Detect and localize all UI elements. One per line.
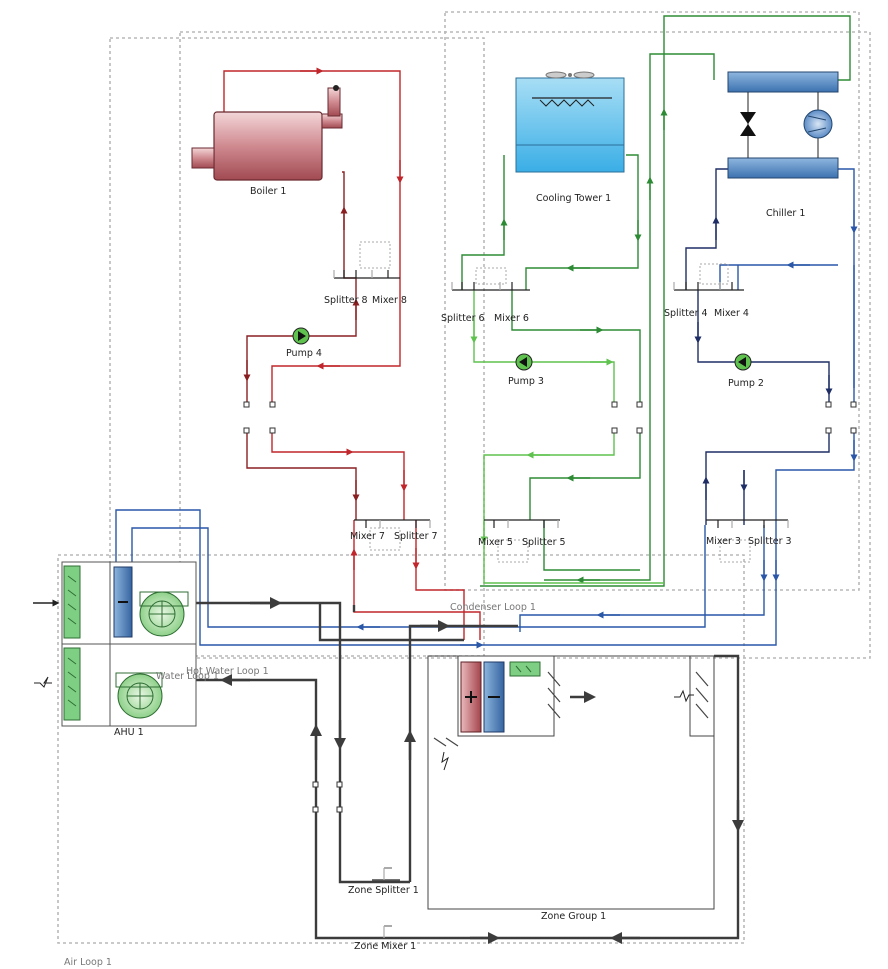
pump-3-label: Pump 3 xyxy=(508,376,544,387)
mixer-8-label: Mixer 8 xyxy=(372,295,407,306)
boiler-label: Boiler 1 xyxy=(250,186,286,197)
heating-coil-icon[interactable] xyxy=(460,661,482,733)
zone-mixer-label: Zone Mixer 1 xyxy=(354,941,416,952)
damper-icon xyxy=(63,647,81,721)
condenser-loop-label: Condenser Loop 1 xyxy=(450,602,536,613)
mixer-splitter-7[interactable] xyxy=(354,519,431,551)
splitter-4-label: Splitter 4 xyxy=(664,308,708,319)
ahu-unit[interactable] xyxy=(33,561,197,727)
zone-damper-icon xyxy=(509,661,541,677)
mixer-7-label: Mixer 7 xyxy=(350,531,385,542)
mixer-4-label: Mixer 4 xyxy=(714,308,749,319)
hot-water-loop-label: Hot Water Loop 1 xyxy=(186,666,269,677)
pump-4-icon[interactable] xyxy=(292,327,310,345)
cooling-tower-label: Cooling Tower 1 xyxy=(536,193,611,204)
mixer-6-label: Mixer 6 xyxy=(494,313,529,324)
mixer-splitter-3[interactable] xyxy=(706,519,789,563)
ahu-label: AHU 1 xyxy=(114,727,144,738)
air-ducts xyxy=(196,597,744,944)
mixer-5-label: Mixer 5 xyxy=(478,537,513,548)
splitter-mixer-4[interactable] xyxy=(673,263,744,291)
zone-cooling-coil-icon[interactable] xyxy=(483,661,505,733)
expansion-valve-icon xyxy=(740,112,756,136)
condenser-piping xyxy=(461,15,851,587)
zone-mixer[interactable] xyxy=(383,925,392,938)
return-fan-icon[interactable] xyxy=(115,672,163,719)
zone-splitter-label: Zone Splitter 1 xyxy=(348,885,419,896)
hot-water-loop-boundary xyxy=(109,37,485,657)
chilled-water-piping xyxy=(115,168,858,649)
loop-nodes xyxy=(243,401,857,813)
mixer-splitter-5[interactable] xyxy=(484,519,560,563)
cooling-tower-icon[interactable] xyxy=(515,71,625,173)
pump-2-icon[interactable] xyxy=(734,353,752,371)
loop-boundaries xyxy=(57,11,871,944)
zone-group-label: Zone Group 1 xyxy=(541,911,606,922)
mixer-3-label: Mixer 3 xyxy=(706,536,741,547)
filter-icon xyxy=(63,565,81,639)
splitter-mixer-6[interactable] xyxy=(451,267,530,291)
splitter-6-label: Splitter 6 xyxy=(441,313,485,324)
splitter-5-label: Splitter 5 xyxy=(522,537,566,548)
compressor-icon xyxy=(803,109,833,139)
splitter-3-label: Splitter 3 xyxy=(748,536,792,547)
zone-group-box[interactable] xyxy=(427,655,715,910)
water-loop-label: Water Loop 1 xyxy=(156,671,219,682)
splitter-mixer-8[interactable] xyxy=(333,241,400,279)
condenser-light-piping xyxy=(470,290,664,584)
splitter-7-label: Splitter 7 xyxy=(394,531,438,542)
air-loop-boundary xyxy=(57,554,745,944)
splitter-8-label: Splitter 8 xyxy=(324,295,368,306)
fan-icon[interactable] xyxy=(139,591,189,637)
pump-3-icon[interactable] xyxy=(515,353,533,371)
condenser-loop-boundary xyxy=(444,11,860,591)
pump-4-label: Pump 4 xyxy=(286,348,322,359)
air-loop-label: Air Loop 1 xyxy=(64,957,112,968)
zone-splitter[interactable] xyxy=(372,867,400,881)
water-loop-boundary xyxy=(179,31,871,659)
boiler-icon[interactable] xyxy=(191,85,343,181)
chiller-label: Chiller 1 xyxy=(766,208,805,219)
pump-2-label: Pump 2 xyxy=(728,378,764,389)
chiller-icon[interactable] xyxy=(727,71,839,179)
cooling-coil-icon[interactable] xyxy=(113,566,133,638)
